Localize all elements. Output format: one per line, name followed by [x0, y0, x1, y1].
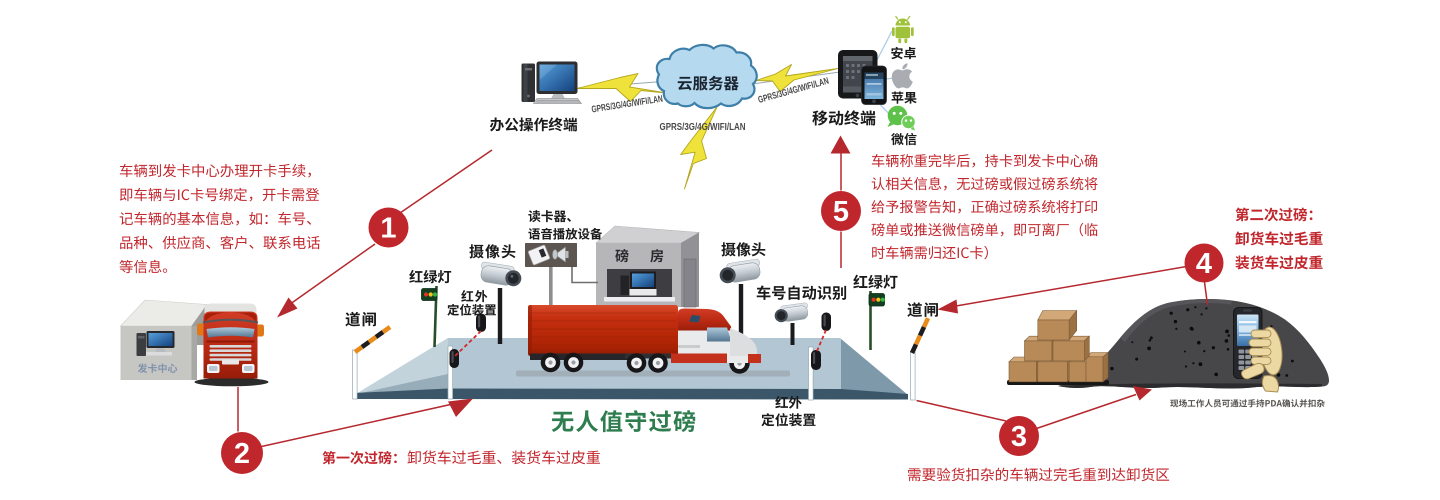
- svg-text:2: 2: [234, 438, 250, 470]
- svg-text:GPRS/3G/4G/WIFI/LAN: GPRS/3G/4G/WIFI/LAN: [660, 121, 746, 133]
- svg-text:5: 5: [833, 196, 849, 228]
- svg-text:1: 1: [380, 213, 396, 245]
- svg-text:4: 4: [1196, 248, 1212, 280]
- svg-text:3: 3: [1011, 421, 1027, 453]
